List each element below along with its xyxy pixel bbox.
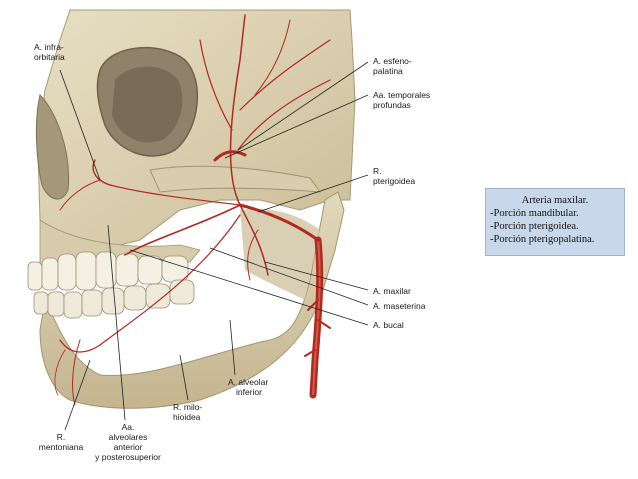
leader-lines [59, 61, 369, 431]
info-box-item: -Porción pterigoidea. [490, 221, 579, 232]
cranium [37, 9, 356, 251]
info-box-item: -Porción pterigopalatina. [490, 234, 595, 245]
label-pterigoidea: R.pterigoidea [373, 166, 416, 186]
mandible [39, 191, 345, 409]
lower-teeth [33, 279, 195, 319]
artery-branches [54, 14, 331, 406]
info-box: Arteria maxilar. -Porción mandibular. -P… [485, 188, 625, 256]
label-infraorbitaria: A. infra-orbitaria [34, 42, 65, 62]
info-box-title: Arteria maxilar. [521, 195, 589, 206]
nasal-cavity [35, 94, 70, 200]
zygomatic-arch [149, 165, 322, 193]
label-esfenopalatina: A. esfeno-palatina [373, 56, 412, 76]
label-milohioidea: R. milo-hioidea [173, 402, 203, 422]
label-maseterina: A. maseterina [373, 301, 426, 311]
info-box-item: -Porción mandibular. [490, 208, 579, 219]
label-mentoniana: R.mentoniana [38, 432, 84, 452]
label-bucal: A. bucal [373, 320, 404, 330]
label-maxilar: A. maxilar [373, 286, 411, 296]
